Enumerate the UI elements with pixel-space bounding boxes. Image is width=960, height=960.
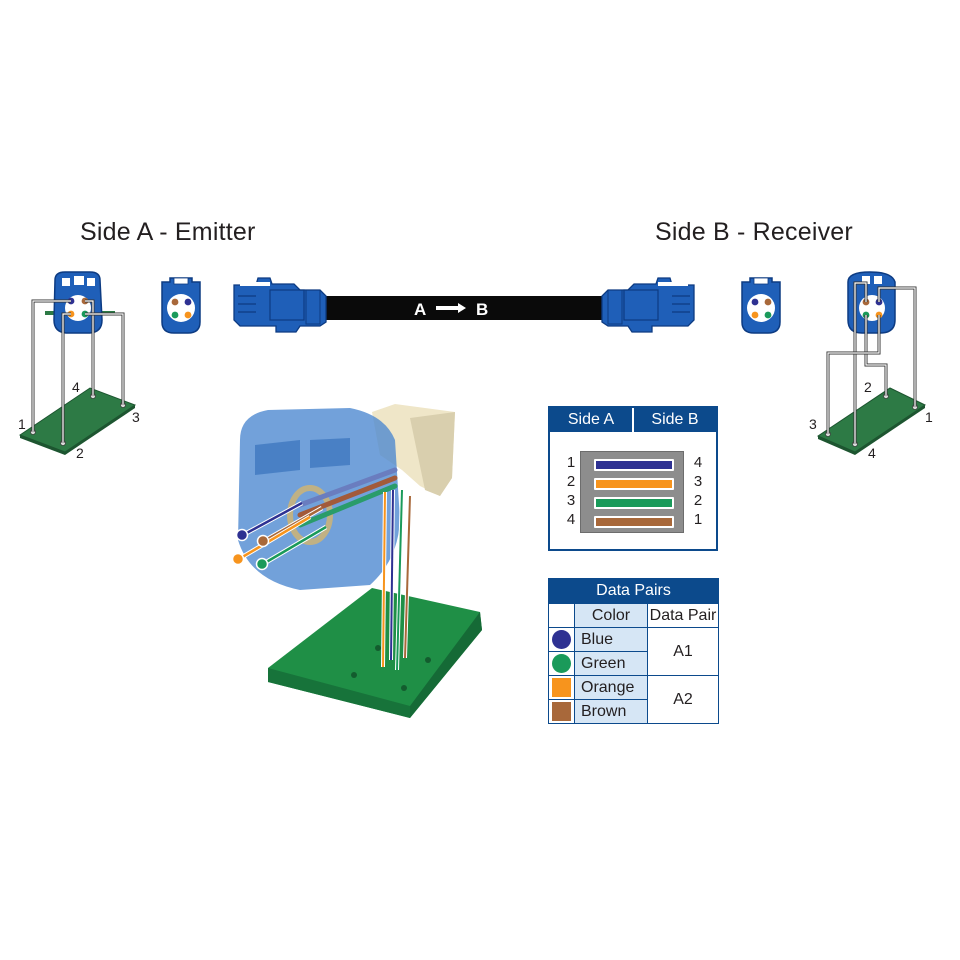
pin-mapping-header-side-b: Side B [634,408,716,432]
cable-label-from: A [414,300,426,319]
pin-mapping-table: Side A Side B 1 2 3 4 4 3 2 1 [548,406,718,551]
side-a-pin-label: 4 [72,379,80,395]
data-pair-column-header: Data Pair [647,603,719,628]
data-pairs-title: Data Pairs [548,578,719,604]
pin-mapping-wire-green [594,497,674,509]
side-a-pin-label: 2 [76,445,84,461]
side-b-pin-label: 1 [925,409,933,425]
pin-mapping-side-a-pin: 2 [566,473,576,490]
data-pairs-table: Data Pairs Color Data Pair Blue A1 Green… [548,578,719,724]
side-a-pcb-diagram [18,271,137,455]
connector-cutaway-illustration [231,404,482,718]
side-a-pin-label: 3 [132,409,140,425]
pin-mapping-wire-orange [594,478,674,490]
data-pair-value: A1 [647,627,719,676]
side-b-plug-face [741,277,781,334]
empty-header-cell [548,603,575,628]
side-a-header-connector [53,271,103,334]
pin-mapping-header-side-a: Side A [550,408,634,432]
pin-mapping-wire-brown [594,516,674,528]
side-b-pin-label: 2 [864,379,872,395]
side-a-pin-label: 1 [18,416,26,432]
side-a-plug-body [233,277,327,333]
pin-mapping-side-a-pin: 4 [566,511,576,528]
side-b-title: Side B - Receiver [655,218,853,246]
pin-mapping-wire-blue [594,459,674,471]
color-name: Green [574,651,648,676]
pin-mapping-side-b-pin: 1 [693,511,703,528]
brown-swatch-icon [552,702,571,721]
side-a-title: Side A - Emitter [80,218,256,246]
side-b-pcb-diagram [816,271,927,455]
color-column-header: Color [574,603,648,628]
cable [233,277,695,333]
side-b-plug-body [601,277,695,333]
blue-swatch-icon [552,630,571,649]
side-b-pin-label: 3 [809,416,817,432]
pin-mapping-side-a-pin: 1 [566,454,576,471]
data-pair-value: A2 [647,675,719,724]
green-swatch-icon [552,654,571,673]
color-name: Brown [574,699,648,724]
right-arrow-icon [436,303,466,313]
side-b-pin-label: 4 [868,445,876,461]
orange-swatch-icon [552,678,571,697]
side-a-plug-face [161,277,201,334]
color-name: Orange [574,675,648,700]
pin-mapping-side-a-pin: 3 [566,492,576,509]
side-a-pin-labels: 1 2 3 4 [18,379,140,461]
side-b-pin-labels: 1 2 3 4 [809,379,933,461]
pin-mapping-side-b-pin: 4 [693,454,703,471]
pin-mapping-side-b-pin: 3 [693,473,703,490]
cable-label-to: B [476,300,488,319]
color-name: Blue [574,627,648,652]
pin-mapping-side-b-pin: 2 [693,492,703,509]
